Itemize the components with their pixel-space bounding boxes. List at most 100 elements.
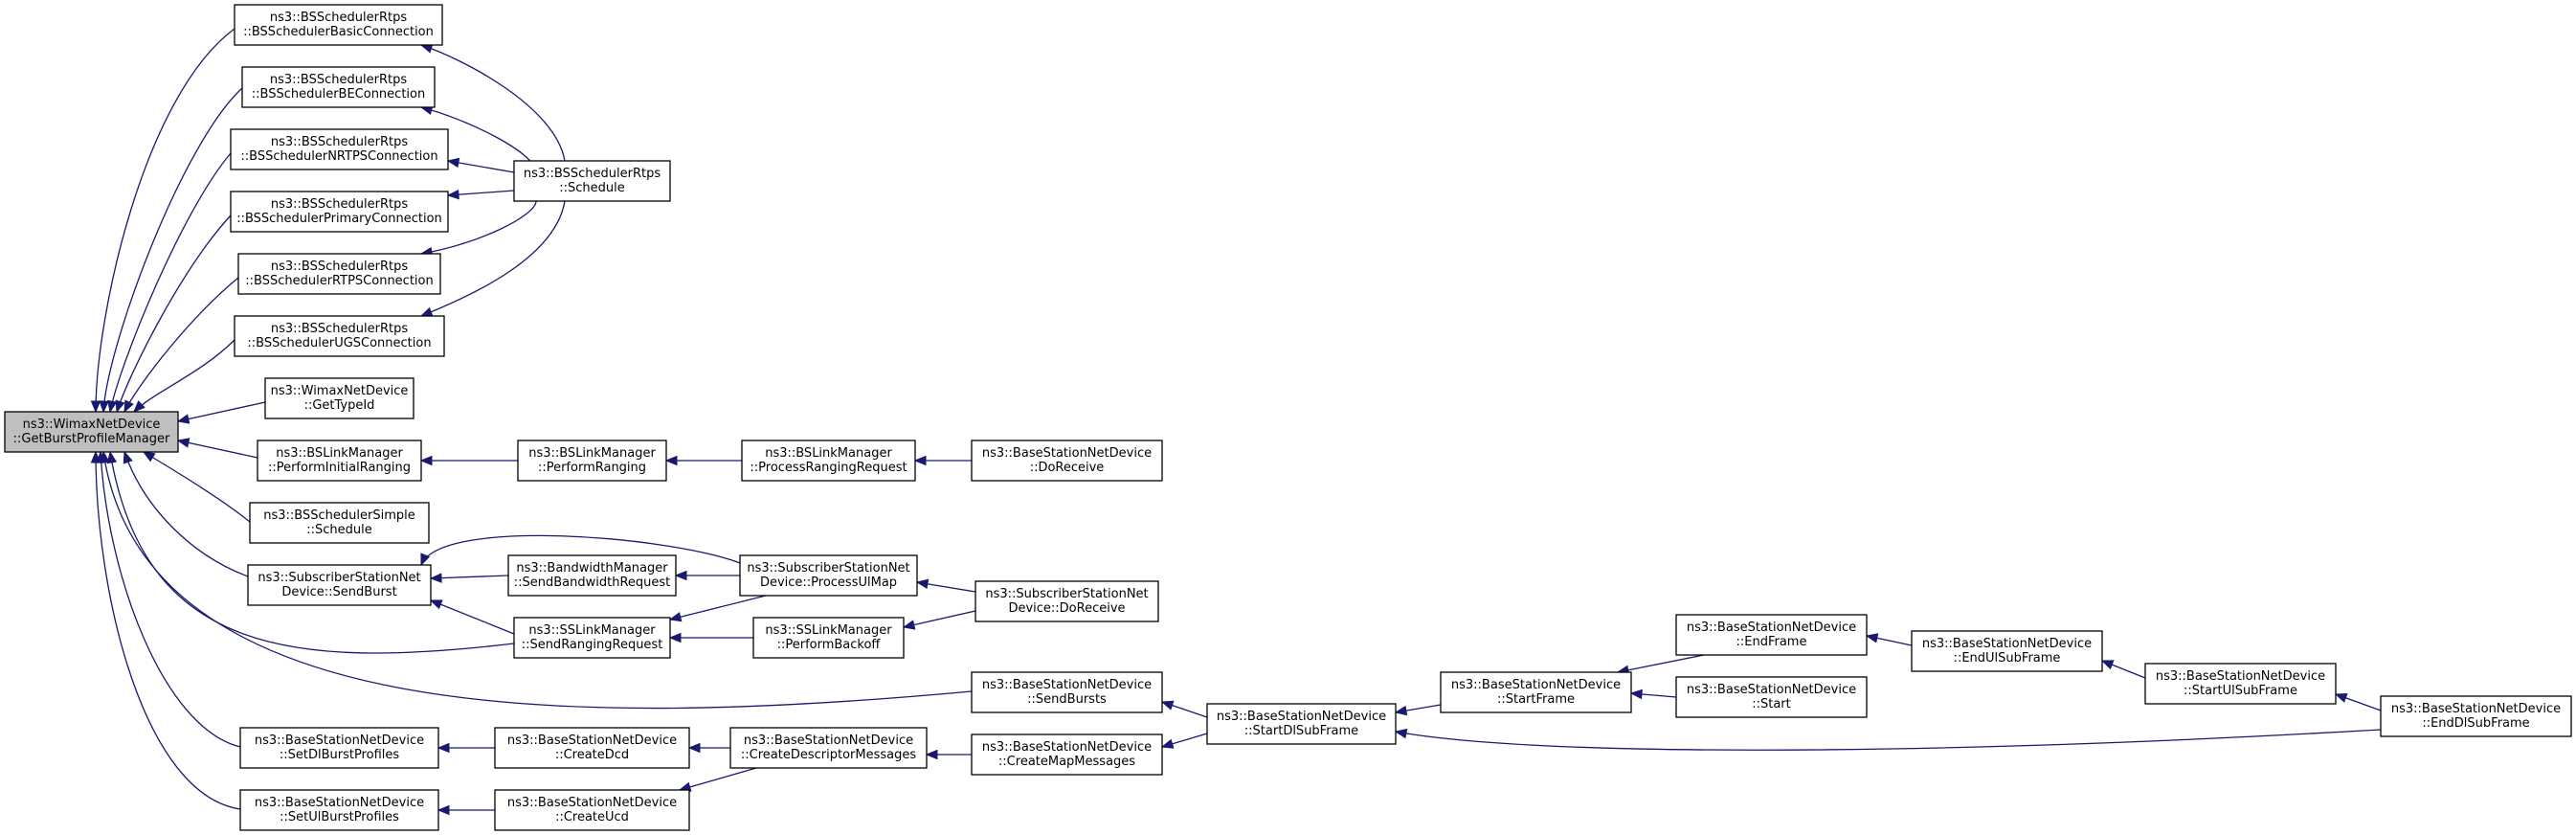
node-label-line: ns3::BaseStationNetDevice (255, 796, 424, 810)
node-box[interactable] (517, 440, 667, 482)
node-box[interactable] (971, 440, 1163, 482)
node-rangReq[interactable]: ns3::SSLinkManager::SendRangingRequest (513, 617, 671, 659)
node-bsBasic[interactable]: ns3::BSSchedulerRtps::BSSchedulerBasicCo… (234, 4, 443, 46)
arrowhead (133, 400, 146, 413)
arrowhead (429, 599, 443, 610)
arrowhead (123, 399, 134, 414)
node-label-line: ::SendRangingRequest (522, 638, 663, 652)
arrowhead (1160, 738, 1175, 749)
node-box[interactable] (507, 554, 677, 597)
arrowhead (446, 157, 460, 169)
node-setUl[interactable]: ns3::BaseStationNetDevice::SetUlBurstPro… (239, 789, 439, 831)
node-mapMsg[interactable]: ns3::BaseStationNetDevice::CreateMapMess… (971, 733, 1163, 776)
node-box[interactable] (241, 66, 436, 108)
arrowhead (668, 612, 683, 622)
arrowhead (90, 450, 101, 463)
node-box[interactable] (974, 580, 1159, 622)
node-procRang[interactable]: ns3::BSLinkManager::ProcessRangingReques… (741, 440, 916, 482)
node-bsRecv[interactable]: ns3::BaseStationNetDevice::DoReceive (971, 440, 1163, 482)
node-box[interactable] (513, 160, 671, 202)
node-endDl[interactable]: ns3::BaseStationNetDevice::EndDlSubFrame (2380, 695, 2572, 737)
node-box[interactable] (234, 4, 443, 46)
node-box[interactable] (237, 253, 441, 295)
node-bwReq[interactable]: ns3::BandwidthManager::SendBandwidthRequ… (507, 554, 677, 597)
node-box[interactable] (249, 502, 430, 544)
node-box[interactable] (239, 727, 439, 769)
node-box[interactable] (971, 671, 1163, 713)
call-edge-endFrame-to-startFrame (1617, 654, 1705, 673)
call-edge-bsRT-to-root (123, 277, 239, 413)
node-label-line: ns3::BaseStationNetDevice (1687, 621, 1856, 635)
root-node-box[interactable] (4, 411, 179, 453)
node-label-line: ns3::BaseStationNetDevice (507, 733, 677, 748)
node-endUl[interactable]: ns3::BaseStationNetDevice::EndUlSubFrame (1911, 630, 2103, 672)
node-box[interactable] (752, 617, 905, 659)
node-bsBE[interactable]: ns3::BSSchedulerRtps::BSSchedulerBEConne… (241, 66, 436, 108)
node-start[interactable]: ns3::BaseStationNetDevice::Start (1675, 676, 1868, 718)
node-box[interactable] (971, 733, 1163, 776)
node-sendBursts[interactable]: ns3::BaseStationNetDevice::SendBursts (971, 671, 1163, 713)
node-setDl[interactable]: ns3::BaseStationNetDevice::SetDlBurstPro… (239, 727, 439, 769)
node-initRang[interactable]: ns3::BSLinkManager::PerformInitialRangin… (257, 440, 422, 482)
node-descMsg[interactable]: ns3::BaseStationNetDevice::CreateDescrip… (729, 727, 928, 769)
node-procUl[interactable]: ns3::SubscriberStationNetDevice::Process… (739, 554, 918, 597)
node-label-line: ns3::SSLinkManager (765, 623, 892, 638)
node-endFrame[interactable]: ns3::BaseStationNetDevice::EndFrame (1675, 614, 1868, 656)
node-box[interactable] (1440, 671, 1632, 713)
node-box[interactable] (230, 191, 449, 233)
node-bsRT[interactable]: ns3::BSSchedulerRtps::BSSchedulerRTPSCon… (237, 253, 441, 295)
node-label-line: ns3::BSSchedulerRtps (524, 167, 661, 181)
node-box[interactable] (1675, 676, 1868, 718)
node-label-line: ::CreateUcd (555, 810, 629, 824)
node-box[interactable] (741, 440, 916, 482)
node-box[interactable] (239, 789, 439, 831)
node-box[interactable] (264, 377, 414, 419)
node-box[interactable] (230, 128, 449, 170)
node-box[interactable] (247, 564, 432, 606)
node-getType[interactable]: ns3::WimaxNetDevice::GetTypeId (264, 377, 414, 419)
node-label-line: ns3::WimaxNetDevice (271, 384, 409, 398)
node-label-line: ::SetDlBurstProfiles (280, 748, 400, 762)
node-box[interactable] (729, 727, 928, 769)
node-box[interactable] (257, 440, 422, 482)
node-box[interactable] (234, 315, 445, 357)
node-box[interactable] (739, 554, 918, 597)
arrowhead (420, 553, 431, 567)
node-label-line: ::StartDlSubFrame (1244, 724, 1358, 738)
node-box[interactable] (1911, 630, 2103, 672)
arrowhead (2100, 660, 2115, 670)
call-edge-rangReq-to-root (109, 451, 515, 654)
arrowhead (1865, 633, 1879, 643)
node-startDl[interactable]: ns3::BaseStationNetDevice::StartDlSubFra… (1206, 703, 1397, 745)
node-bsUGS[interactable]: ns3::BSSchedulerRtps::BSSchedulerUGSConn… (234, 315, 445, 357)
node-simple[interactable]: ns3::BSSchedulerSimple::Schedule (249, 502, 430, 544)
node-box[interactable] (1206, 703, 1397, 745)
node-box[interactable] (1675, 614, 1868, 656)
node-createDcd[interactable]: ns3::BaseStationNetDevice::CreateDcd (494, 727, 690, 769)
node-box[interactable] (2380, 695, 2572, 737)
node-bsNRT[interactable]: ns3::BSSchedulerRtps::BSSchedulerNRTPSCo… (230, 128, 449, 170)
node-label-line: ns3::SubscriberStationNet (985, 587, 1148, 601)
node-box[interactable] (494, 789, 690, 831)
node-ssSendBurst[interactable]: ns3::SubscriberStationNetDevice::SendBur… (247, 564, 432, 606)
call-edge-rangReq-to-ssSendBurst (430, 599, 515, 635)
node-box[interactable] (513, 617, 671, 659)
call-graph-nodes: ns3::WimaxNetDevice::GetBurstProfileMana… (4, 4, 2572, 831)
arrowhead (687, 742, 701, 754)
node-rtpsSched[interactable]: ns3::BSSchedulerRtps::Schedule (513, 160, 671, 202)
arrowhead (106, 450, 118, 464)
node-label-line: ns3::BaseStationNetDevice (1451, 678, 1621, 692)
node-box[interactable] (2144, 663, 2337, 705)
node-root[interactable]: ns3::WimaxNetDevice::GetBurstProfileMana… (4, 411, 179, 453)
node-perfRang[interactable]: ns3::BSLinkManager::PerformRanging (517, 440, 667, 482)
node-bsPrim[interactable]: ns3::BSSchedulerRtps::BSSchedulerPrimary… (230, 191, 449, 233)
node-ssRecv[interactable]: ns3::SubscriberStationNetDevice::DoRecei… (974, 580, 1159, 622)
node-startFrame[interactable]: ns3::BaseStationNetDevice::StartFrame (1440, 671, 1632, 713)
node-box[interactable] (494, 727, 690, 769)
node-label-line: ::ProcessRangingRequest (750, 461, 907, 475)
node-backoff[interactable]: ns3::SSLinkManager::PerformBackoff (752, 617, 905, 659)
node-label-line: ::BSSchedulerRTPSConnection (245, 274, 433, 288)
node-startUl[interactable]: ns3::BaseStationNetDevice::StartUlSubFra… (2144, 663, 2337, 705)
node-createUcd[interactable]: ns3::BaseStationNetDevice::CreateUcd (494, 789, 690, 831)
node-label-line: ns3::BaseStationNetDevice (982, 740, 1152, 755)
